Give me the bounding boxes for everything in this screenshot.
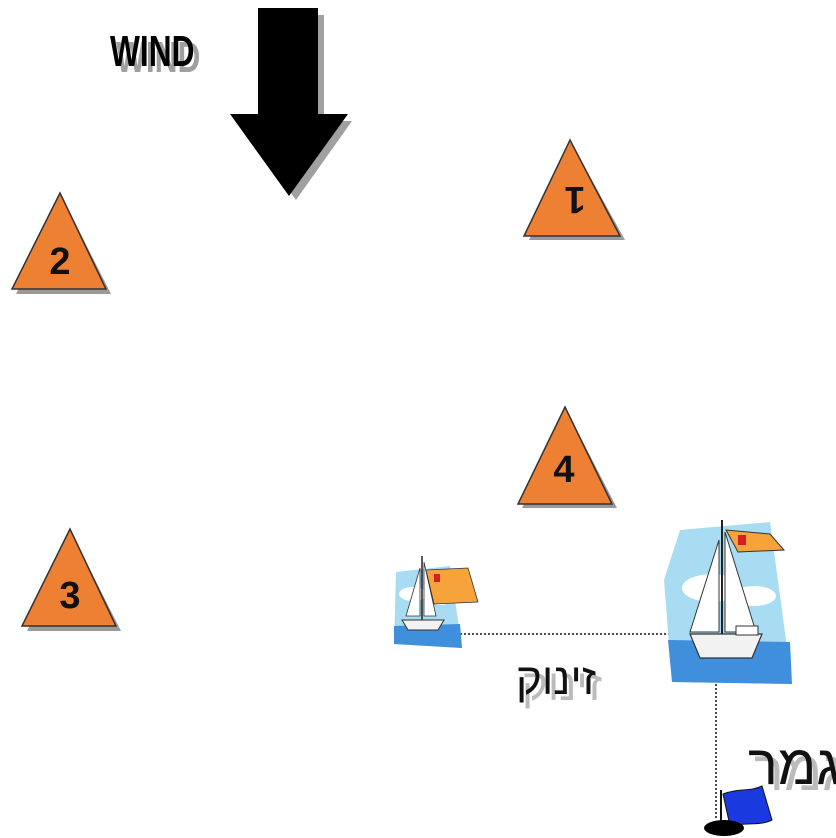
svg-text:זינוק: זינוק	[522, 661, 602, 710]
svg-text:4: 4	[553, 449, 574, 491]
svg-text:גמר: גמר	[754, 739, 836, 802]
finish-label: גמר גמר	[748, 733, 836, 802]
finish-buoy-icon	[704, 785, 773, 836]
svg-text:3: 3	[59, 575, 80, 617]
start-label: זינוק זינוק	[516, 655, 602, 710]
large-sailboat-icon	[664, 520, 792, 684]
svg-text:גמר: גמר	[748, 733, 836, 796]
svg-text:1: 1	[564, 178, 585, 220]
mark-2: 2	[10, 191, 111, 294]
mark-1: 1	[522, 138, 625, 240]
svg-text:2: 2	[49, 241, 70, 283]
wind-label: WIND WIND	[110, 27, 200, 82]
mark-4: 4	[516, 405, 617, 508]
mark-3: 3	[20, 527, 121, 631]
svg-text:WIND: WIND	[110, 27, 194, 76]
svg-text:WIND: WIND	[116, 33, 200, 82]
wind-arrow	[230, 8, 352, 200]
small-sailboat-icon	[394, 556, 479, 648]
svg-text:זינוק: זינוק	[516, 655, 596, 704]
